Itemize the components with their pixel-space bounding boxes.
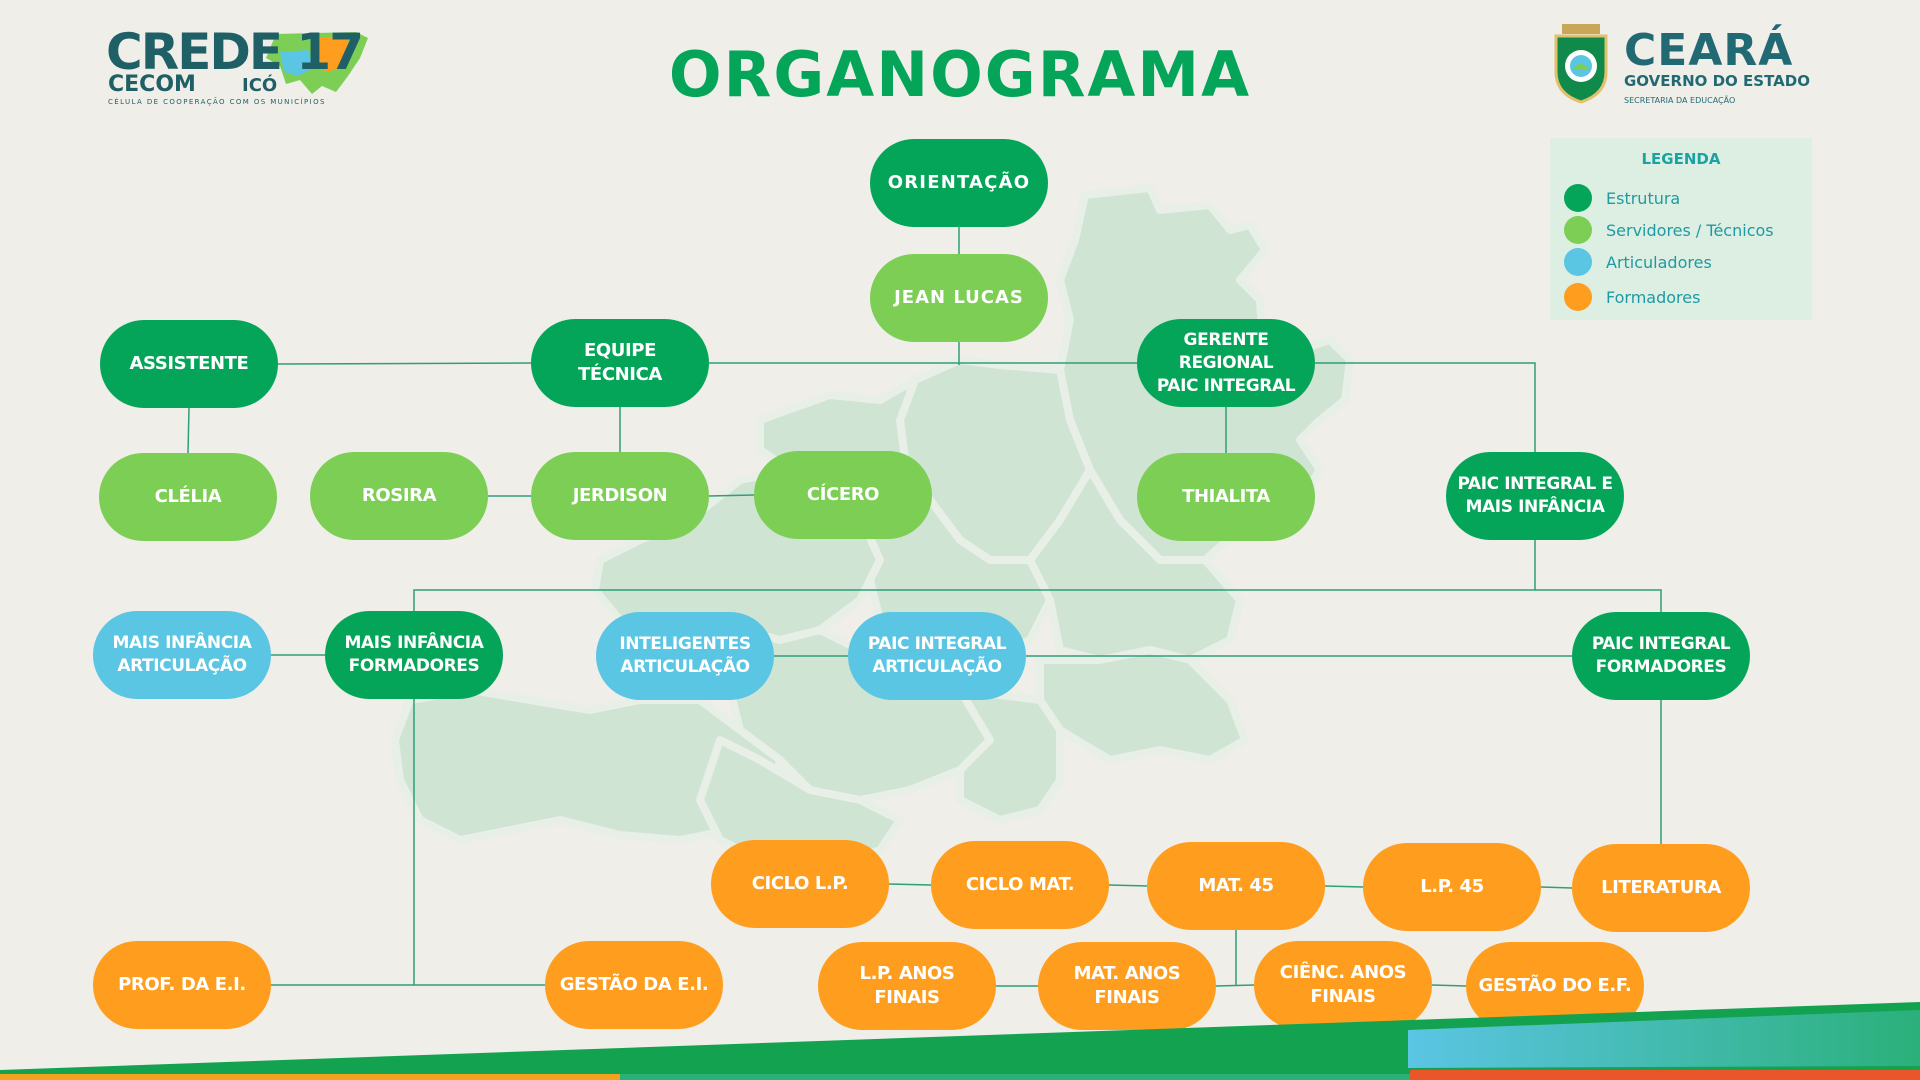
- legend-title: LEGENDA: [1641, 150, 1721, 168]
- node-gerente-regional-paic-integral[interactable]: GERENTE REGIONAL PAIC INTEGRAL: [1137, 319, 1315, 407]
- node-jean-lucas[interactable]: JEAN LUCAS: [870, 254, 1048, 342]
- node-lp-45[interactable]: L.P. 45: [1363, 843, 1541, 931]
- legend-label: Estrutura: [1606, 188, 1681, 208]
- ceara-wordmark: CEARÁ: [1624, 25, 1794, 76]
- node-gestao-da-ei[interactable]: GESTÃO DA E.I.: [545, 941, 723, 1029]
- legend-item-estrutura: Estrutura: [1564, 184, 1680, 212]
- node-paic-integral-e-mais-infancia[interactable]: PAIC INTEGRAL E MAIS INFÂNCIA: [1446, 452, 1624, 540]
- node-literatura[interactable]: LITERATURA: [1572, 844, 1750, 932]
- node-cienc-anos-finais[interactable]: CIÊNC. ANOS FINAIS: [1254, 941, 1432, 1029]
- node-paic-integral-formadores[interactable]: PAIC INTEGRAL FORMADORES: [1572, 612, 1750, 700]
- government-label: GOVERNO DO ESTADO: [1624, 72, 1810, 90]
- legend-item-formadores: Formadores: [1564, 283, 1700, 311]
- node-mat-45[interactable]: MAT. 45: [1147, 842, 1325, 930]
- node-orientacao[interactable]: ORIENTAÇÃO: [870, 139, 1048, 227]
- node-rosira[interactable]: ROSIRA: [310, 452, 488, 540]
- node-thialita[interactable]: THIALITA: [1137, 453, 1315, 541]
- legend-swatch: [1564, 283, 1592, 311]
- node-mais-infancia-formadores[interactable]: MAIS INFÂNCIA FORMADORES: [325, 611, 503, 699]
- cecom-wordmark: CECOM: [108, 72, 196, 97]
- node-mais-infancia-articulacao[interactable]: MAIS INFÂNCIA ARTICULAÇÃO: [93, 611, 271, 699]
- legend-swatch: [1564, 216, 1592, 244]
- legend-item-servidores: Servidores / Técnicos: [1564, 216, 1774, 244]
- footer-stripes: [0, 1002, 1920, 1080]
- page-title: ORGANOGRAMA: [668, 38, 1252, 111]
- crede-logo: CREDE 17 CECOM ICÓ CÉLULA DE COOPERAÇÃO …: [106, 24, 368, 112]
- node-ciclo-mat[interactable]: CICLO MAT.: [931, 841, 1109, 929]
- node-jerdison[interactable]: JERDISON: [531, 452, 709, 540]
- node-cicero[interactable]: CÍCERO: [754, 451, 932, 539]
- node-ciclo-lp[interactable]: CICLO L.P.: [711, 840, 889, 928]
- node-mat-anos-finais[interactable]: MAT. ANOS FINAIS: [1038, 942, 1216, 1030]
- ceara-government-logo: CEARÁ GOVERNO DO ESTADO SECRETARIA DA ED…: [1548, 20, 1818, 110]
- legend-label: Formadores: [1606, 287, 1701, 307]
- crede-tagline: CÉLULA DE COOPERAÇÃO COM OS MUNICÍPIOS: [108, 98, 326, 106]
- legend-swatch: [1564, 184, 1592, 212]
- legend-label: Articuladores: [1606, 252, 1712, 272]
- node-prof-da-ei[interactable]: PROF. DA E.I.: [93, 941, 271, 1029]
- crede-map-emblem-icon: [266, 32, 368, 94]
- crede-wordmark: CREDE 17: [106, 23, 364, 81]
- legend-label: Servidores / Técnicos: [1606, 220, 1774, 240]
- node-lp-anos-finais[interactable]: L.P. ANOS FINAIS: [818, 942, 996, 1030]
- legend: LEGENDA Estrutura Servidores / Técnicos …: [1550, 138, 1812, 320]
- node-paic-integral-articulacao[interactable]: PAIC INTEGRAL ARTICULAÇÃO: [848, 612, 1026, 700]
- node-equipe-tecnica[interactable]: EQUIPE TÉCNICA: [531, 319, 709, 407]
- legend-item-articuladores: Articuladores: [1564, 248, 1712, 276]
- node-assistente[interactable]: ASSISTENTE: [100, 320, 278, 408]
- node-clelia[interactable]: CLÉLIA: [99, 453, 277, 541]
- node-inteligentes-articulacao[interactable]: INTELIGENTES ARTICULAÇÃO: [596, 612, 774, 700]
- legend-swatch: [1564, 248, 1592, 276]
- ceara-coat-of-arms-icon: [1554, 24, 1608, 104]
- secretariat-label: SECRETARIA DA EDUCAÇÃO: [1624, 96, 1736, 105]
- ico-wordmark: ICÓ: [242, 75, 278, 96]
